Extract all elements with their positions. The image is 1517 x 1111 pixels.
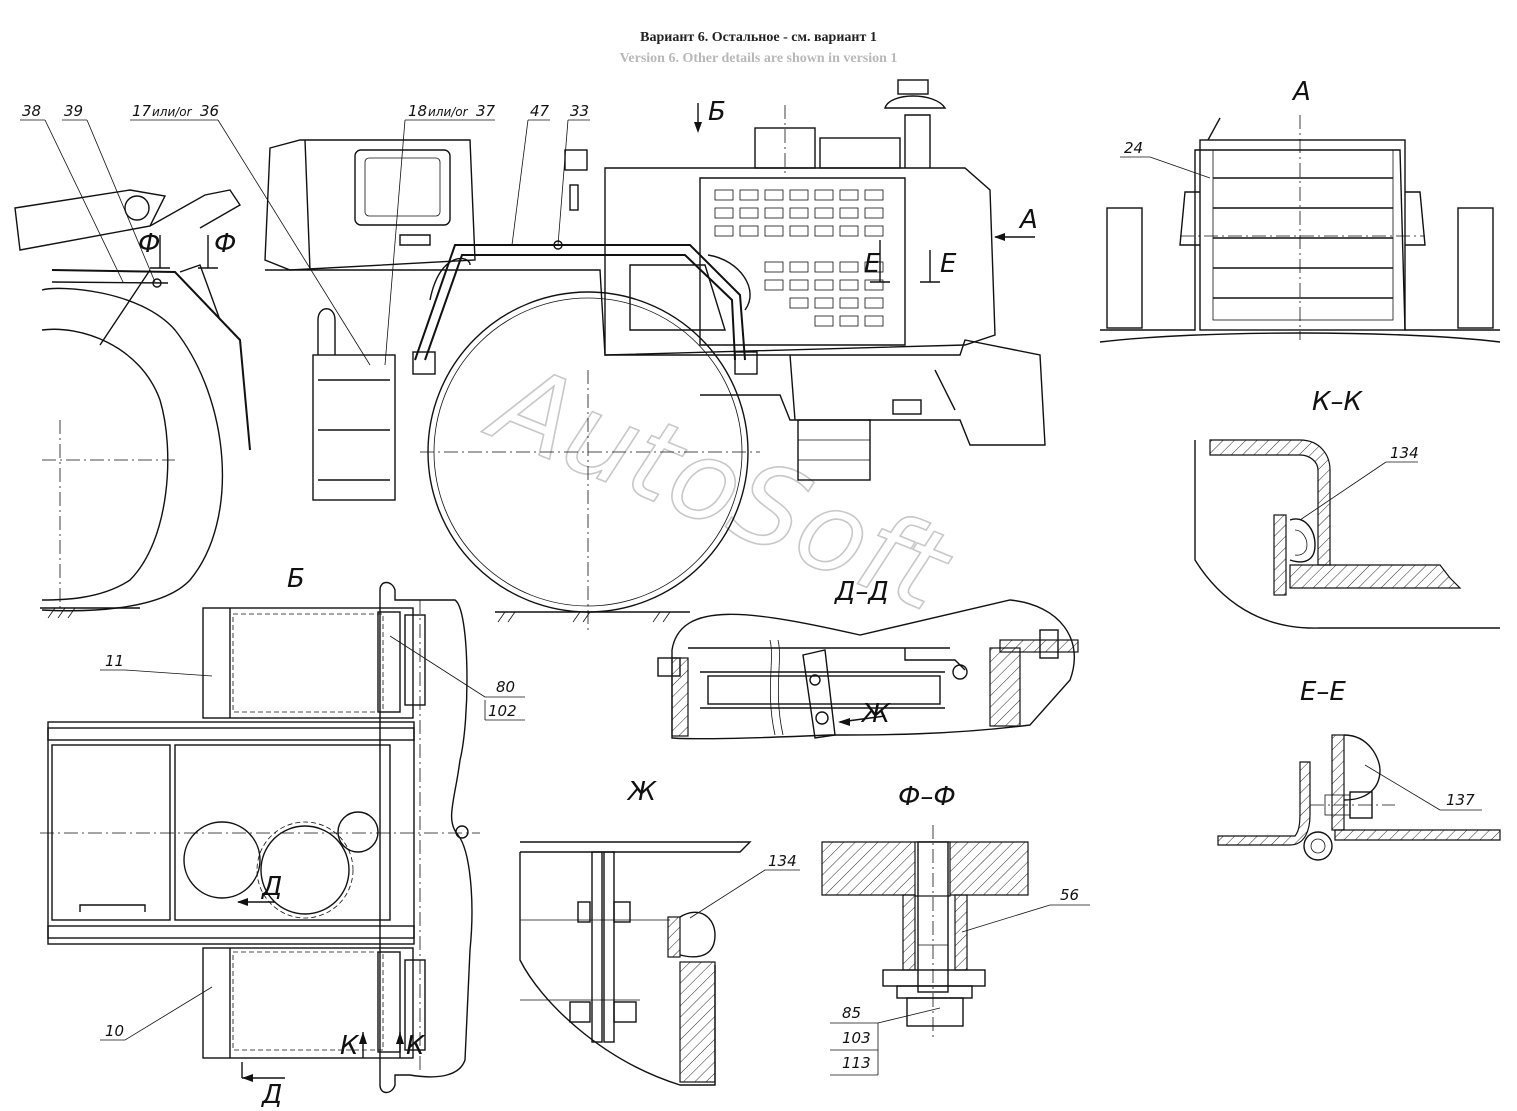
section-mark-e: Е [940,249,957,279]
view-title-zh: Ж [626,777,657,807]
section-d-d: Д–Д Ж [657,577,1079,740]
view-title-a: А [1291,77,1311,107]
callout-p24: 24 [1124,139,1143,157]
callout-ili_or: или/or [152,105,193,119]
callout-ili_or: или/or [428,105,469,119]
view-title-dd: Д–Д [834,577,889,607]
callout-p38: 38 [22,102,41,120]
view-title-ee: Е–Е [1300,677,1346,707]
callout-p18: 18 [408,102,427,120]
section-mark-b: Б [708,97,726,127]
callout-p113: 113 [842,1054,871,1072]
drawing-title: Вариант 6. Остальное - см. вариант 1 [640,30,877,45]
section-mark-a: А [1018,205,1038,235]
view-title-b: Б [287,564,305,594]
callout-p137: 137 [1446,791,1475,809]
callout-p80: 80 [496,678,515,696]
section-e-e: Е–Е 137 [1217,677,1501,861]
callout-p11: 11 [105,652,124,670]
view-zh: Ж 134 [519,777,800,1086]
callout-p10: 10 [105,1022,124,1040]
callout-p102: 102 [488,702,517,720]
section-k-k: К–К 134 [1194,387,1500,629]
callout-p103: 103 [842,1029,871,1047]
callout-p56: 56 [1060,886,1079,904]
section-mark-d: Д [261,872,282,902]
section-mark-k: К [406,1031,426,1061]
callout-p17: 17 [132,102,152,120]
watermark: AutoSoft [471,337,968,637]
callout-p134: 134 [768,852,797,870]
drawing-title-english: Version 6. Other details are shown in ve… [619,51,898,66]
view-b: Б Д Д К К [40,564,525,1110]
callout-p85: 85 [842,1004,861,1022]
callout-p47: 47 [530,102,550,120]
callout-p134: 134 [1390,444,1419,462]
callout-p39: 39 [64,102,83,120]
view-title-kk: К–К [1312,387,1363,417]
view-title-ff: Ф–Ф [898,782,956,812]
section-mark-f: Ф [214,229,236,259]
callout-p37: 37 [476,102,496,120]
section-mark-d: Д [261,1080,282,1110]
section-mark-k: К [340,1031,360,1061]
section-mark-e: Е [864,249,881,279]
engine-grille [714,189,884,327]
view-a: А 24 [1099,77,1501,343]
section-f-f: Ф–Ф 56 85 103 113 [821,782,1090,1076]
section-mark-f: Ф [138,229,160,259]
side-view: Б А Е Е Ф Ф 38 39 17 или/or 36 18 или/or… [14,79,1046,630]
callout-p36: 36 [200,102,219,120]
callout-p33: 33 [570,102,589,120]
section-mark-zh: Ж [860,699,891,729]
